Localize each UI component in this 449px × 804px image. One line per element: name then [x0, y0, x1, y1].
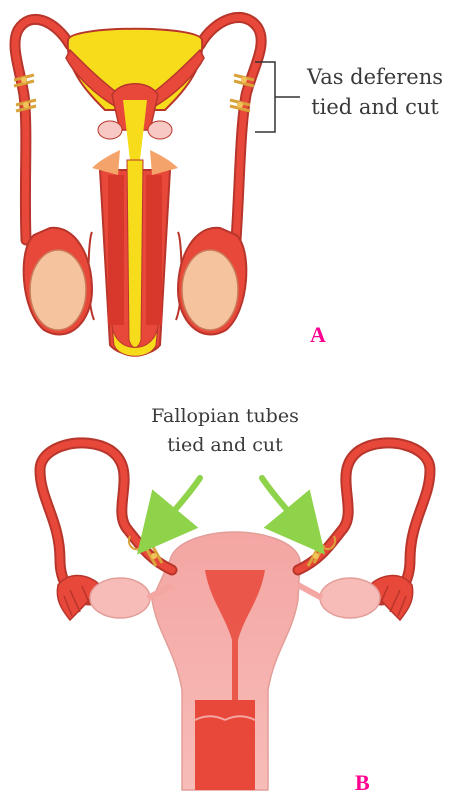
ovary-right — [320, 578, 380, 618]
fallopian-label-line2: tied and cut — [150, 431, 300, 460]
arrow-right — [262, 478, 302, 527]
fallopian-tubes-label: Fallopian tubes tied and cut — [150, 402, 300, 460]
vas-deferens-label: Vas deferens tied and cut — [300, 62, 449, 122]
panel-a-letter: A — [310, 322, 326, 348]
fallopian-label-line1: Fallopian tubes — [150, 402, 300, 431]
panel-b-letter: B — [355, 770, 370, 796]
arrow-left — [160, 478, 200, 527]
testis-right — [178, 228, 246, 335]
testis-left — [24, 228, 92, 335]
vas-label-line1: Vas deferens — [300, 62, 449, 92]
vas-label-line2: tied and cut — [300, 92, 449, 122]
vas-deferens-right — [200, 17, 261, 240]
male-reproductive-system — [14, 17, 300, 356]
cervix-canal — [195, 700, 255, 790]
ovary-left — [90, 578, 150, 618]
urethra — [127, 160, 143, 348]
vas-label-bracket — [255, 62, 300, 132]
female-reproductive-system — [40, 443, 430, 790]
